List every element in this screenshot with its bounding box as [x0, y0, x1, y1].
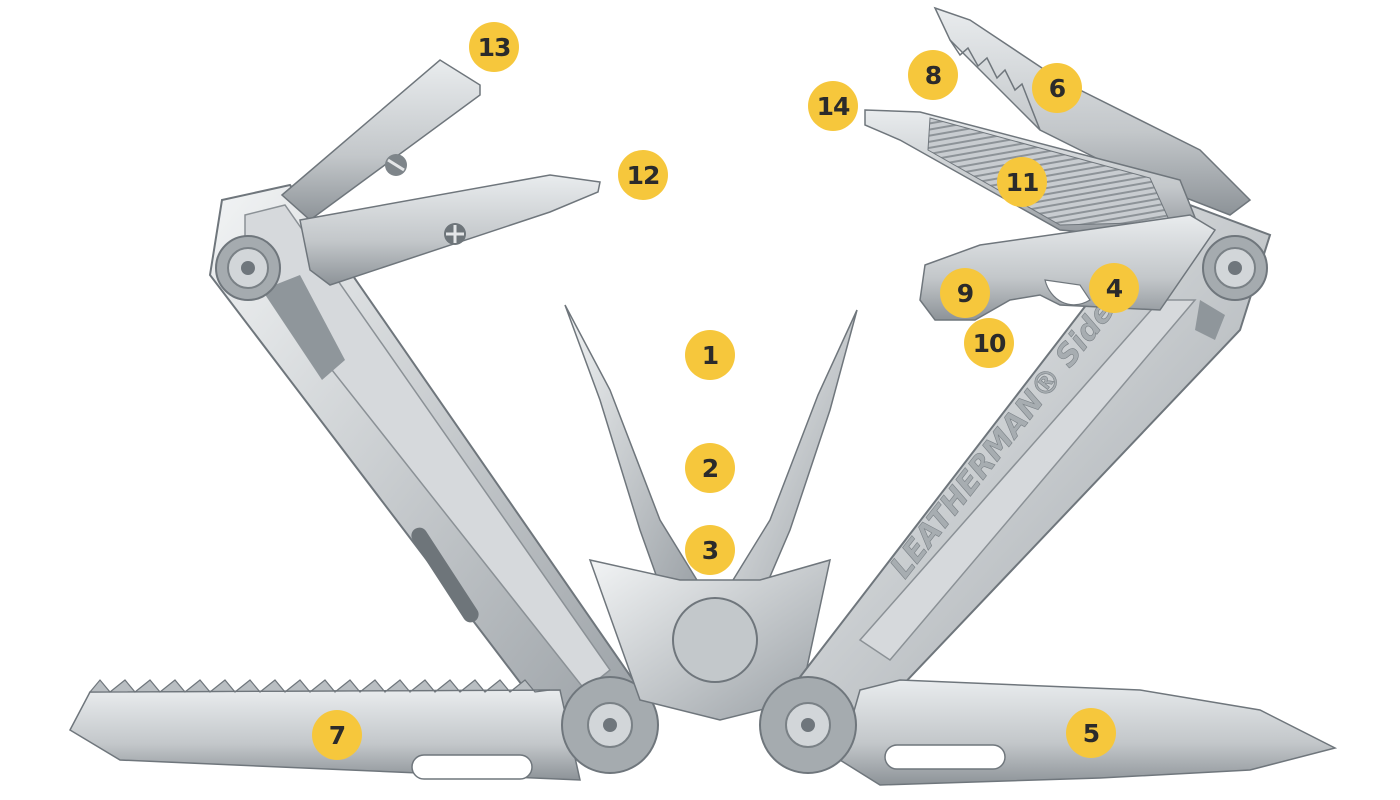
left-pivot [215, 235, 281, 301]
callout-4[interactable]: 4 [1089, 263, 1139, 313]
left-bottom-pivot [561, 676, 659, 774]
phillips-screwdriver-blade [299, 174, 601, 286]
left-handle [208, 183, 642, 742]
left-handle-cutout [262, 275, 345, 380]
flat-screwdriver-blade [280, 59, 481, 221]
saw-blade-thumbhole [411, 754, 533, 780]
pliers-head [564, 304, 858, 721]
callout-7[interactable]: 7 [312, 710, 362, 760]
left-plier-jaw [564, 304, 702, 602]
can-bottle-opener [919, 214, 1217, 321]
callout-8[interactable]: 8 [908, 50, 958, 100]
callout-14[interactable]: 14 [808, 81, 858, 131]
bottle-opener-notch [1044, 279, 1091, 306]
callout-1[interactable]: 1 [685, 330, 735, 380]
serrated-blade [933, 6, 1252, 216]
knife-thumbhole [884, 744, 1006, 770]
callout-13[interactable]: 13 [469, 22, 519, 72]
callout-11[interactable]: 11 [997, 157, 1047, 207]
right-plier-jaw [728, 309, 858, 602]
right-pivot [1202, 235, 1268, 301]
callout-10[interactable]: 10 [964, 318, 1014, 368]
callout-3[interactable]: 3 [685, 525, 735, 575]
callout-12[interactable]: 12 [618, 150, 668, 200]
right-handle-cutout [1195, 300, 1225, 340]
callout-6[interactable]: 6 [1032, 63, 1082, 113]
pliers-pivot [672, 597, 758, 683]
callout-2[interactable]: 2 [685, 443, 735, 493]
serration-edge [949, 39, 1041, 131]
file-teeth [927, 117, 1171, 226]
callout-5[interactable]: 5 [1066, 708, 1116, 758]
left-handle-slot [411, 527, 479, 623]
right-bottom-pivot [759, 676, 857, 774]
callout-9[interactable]: 9 [940, 268, 990, 318]
